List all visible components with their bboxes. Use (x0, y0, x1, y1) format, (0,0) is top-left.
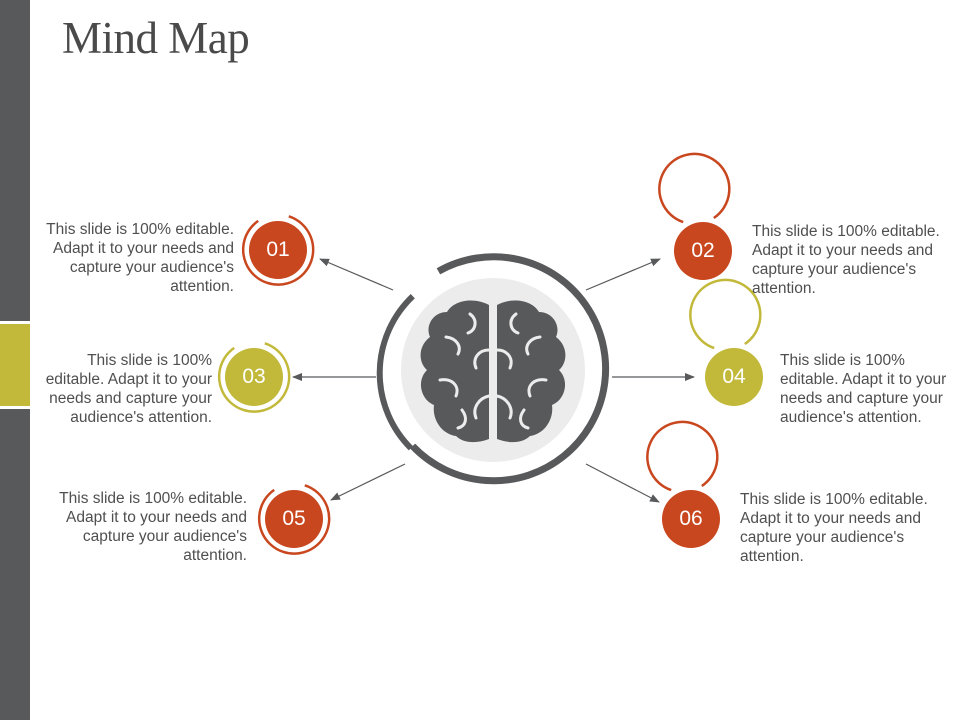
side-bar-gap-bottom (0, 406, 30, 409)
connector-arrow-02 (585, 258, 661, 291)
brain-icon (420, 300, 566, 443)
connector-arrow-06 (585, 463, 660, 503)
side-accent-bar (0, 324, 30, 406)
node-06-description: This slide is 100% editable. Adapt it to… (740, 491, 928, 565)
node-04-description: This slide is 100% editable. Adapt it to… (780, 352, 947, 426)
badge-04 (689, 278, 763, 406)
node-03-description: This slide is 100% editable. Adapt it to… (45, 352, 212, 426)
node-01-description: This slide is 100% editable. Adapt it to… (46, 221, 234, 295)
badge-02-ring (658, 152, 731, 224)
side-bar-gap-top (0, 321, 30, 324)
badge-02 (658, 152, 732, 280)
badge-06 (646, 420, 720, 548)
hub-inner-arc (376, 294, 415, 451)
badge-06-number: 06 (679, 507, 703, 530)
node-02-description: This slide is 100% editable. Adapt it to… (752, 223, 940, 297)
badge-04-ring (689, 278, 762, 350)
badge-03-circle (225, 348, 283, 406)
badge-04-circle (705, 348, 763, 406)
badge-05 (257, 484, 331, 555)
badge-06-ring (646, 420, 719, 492)
central-hub (376, 253, 610, 485)
badge-01-number: 01 (266, 238, 290, 261)
slide-title: Mind Map (62, 13, 250, 63)
badge-03-ring (217, 342, 291, 413)
badge-05-number: 05 (282, 507, 306, 530)
badge-06-circle (662, 490, 720, 548)
badge-05-ring (257, 484, 331, 555)
badge-05-circle (265, 490, 323, 548)
badge-03 (217, 342, 291, 413)
badge-02-circle (674, 222, 732, 280)
badge-01-circle (249, 221, 307, 279)
badge-03-number: 03 (242, 365, 266, 388)
badge-04-number: 04 (722, 365, 746, 388)
connector-arrow-05 (330, 463, 406, 501)
badge-01-ring (241, 215, 315, 286)
node-05-description: This slide is 100% editable. Adapt it to… (59, 490, 247, 564)
badge-02-number: 02 (691, 239, 715, 262)
badge-01 (241, 215, 315, 286)
hub-outer-arc (410, 253, 610, 485)
connector-arrow-01 (319, 258, 394, 291)
